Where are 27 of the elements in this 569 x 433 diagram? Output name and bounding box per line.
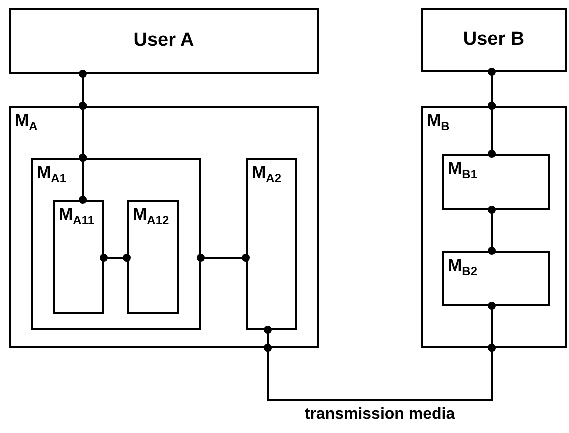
connector-line bbox=[197, 254, 250, 262]
user-label: User B bbox=[462, 30, 526, 50]
connector-line bbox=[488, 102, 496, 158]
module-label: M$_{A11}$ bbox=[59, 205, 95, 230]
module-label: M$_{B2}$ bbox=[448, 256, 478, 280]
module-box bbox=[246, 158, 297, 330]
module-label: M$_{A1}$ bbox=[37, 163, 67, 188]
connector-line bbox=[100, 254, 131, 262]
user-box bbox=[9, 8, 319, 74]
module-box bbox=[9, 106, 319, 348]
module-label: M$_{A}$ bbox=[15, 111, 38, 136]
module-label: M$_{B1}$ bbox=[448, 159, 478, 184]
module-box bbox=[442, 251, 550, 306]
module-box bbox=[421, 106, 567, 348]
connector-line bbox=[488, 302, 496, 352]
module-box bbox=[31, 158, 201, 330]
user-label: User A bbox=[132, 31, 196, 51]
connector-line bbox=[488, 206, 496, 255]
module-box bbox=[127, 200, 179, 314]
module-label: M$_{B}$ bbox=[427, 111, 450, 136]
module-box bbox=[53, 200, 104, 314]
connector-line bbox=[264, 344, 496, 401]
module-label: M$_{A2}$ bbox=[252, 163, 282, 188]
module-box bbox=[442, 154, 550, 210]
user-box bbox=[421, 8, 567, 72]
connector-line bbox=[79, 154, 87, 204]
module-label: M$_{A12}$ bbox=[133, 205, 170, 230]
